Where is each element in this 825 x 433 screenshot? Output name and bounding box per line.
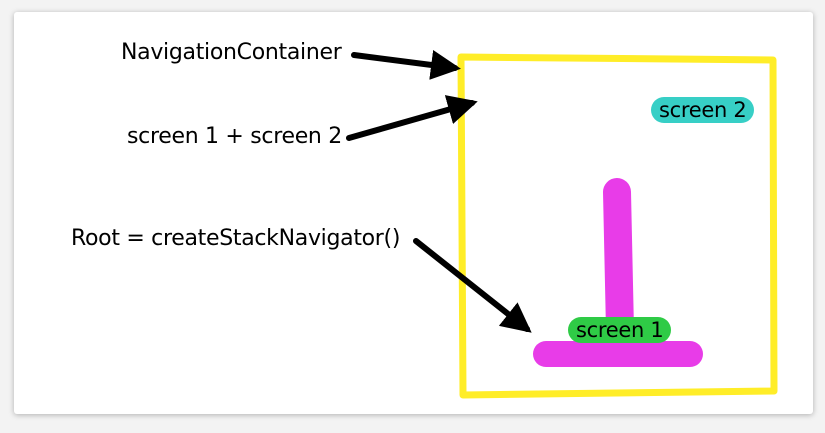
arrow-to-container — [351, 50, 461, 80]
arrow-to-root — [413, 238, 532, 333]
navigation-container-frame — [457, 53, 778, 399]
navigation-container-label: NavigationContainer — [121, 40, 342, 65]
screen-1-pill: screen 1 — [568, 317, 672, 343]
arrow-to-screens — [346, 95, 478, 141]
stack-pole — [603, 178, 634, 344]
screen-2-pill: screen 2 — [651, 97, 755, 123]
root-label: Root = createStackNavigator() — [71, 226, 401, 251]
screens-label: screen 1 + screen 2 — [127, 124, 342, 149]
